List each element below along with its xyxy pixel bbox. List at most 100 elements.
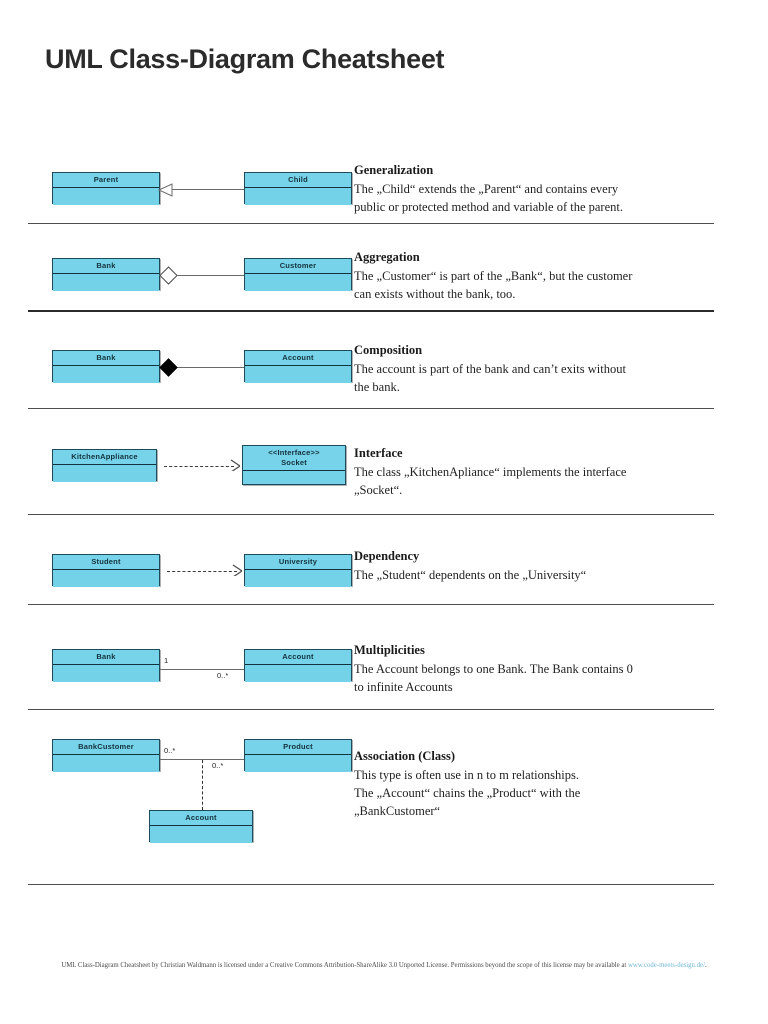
class-name-bank-composition: Bank — [53, 351, 159, 366]
diagram-generalization: Parent Child — [52, 168, 352, 214]
class-box-student[interactable]: Student — [52, 554, 160, 587]
section-title-multiplicities: Multiplicities — [354, 643, 425, 657]
section-title-generalization: Generalization — [354, 163, 434, 177]
class-body-account-composition — [245, 366, 351, 383]
class-name-student: Student — [53, 555, 159, 570]
diagram-association-class: BankCustomer 0..* 0..* Product Account — [52, 735, 352, 850]
class-name-account-association: Account — [150, 811, 252, 826]
class-box-account-multiplicities[interactable]: Account — [244, 649, 352, 682]
aggregation-line — [171, 275, 245, 276]
class-box-parent[interactable]: Parent — [52, 172, 160, 205]
class-box-account-association[interactable]: Account — [149, 810, 253, 843]
class-name-kitchenappliance: KitchenAppliance — [53, 450, 156, 465]
class-name-university: University — [245, 555, 351, 570]
class-name-child: Child — [245, 173, 351, 188]
divider-6 — [28, 709, 714, 710]
page-title: UML Class-Diagram Cheatsheet — [45, 44, 445, 74]
description-association-class: Association (Class) This type is often u… — [354, 749, 724, 820]
footer-license: UML Class-Diagram Cheatsheet by Christia… — [40, 960, 728, 971]
divider-7 — [28, 884, 714, 885]
class-name-account-composition: Account — [245, 351, 351, 366]
description-dependency: Dependency The „Student“ dependents on t… — [354, 549, 724, 584]
class-box-customer[interactable]: Customer — [244, 258, 352, 291]
class-name-bank-multiplicities: Bank — [53, 650, 159, 665]
class-box-bank-multiplicities[interactable]: Bank — [52, 649, 160, 682]
generalization-line — [170, 189, 246, 190]
section-title-interface: Interface — [354, 446, 403, 460]
class-box-bankcustomer[interactable]: BankCustomer — [52, 739, 160, 772]
class-body-bank — [53, 274, 159, 291]
section-multiplicities: Bank 1 0..* Account Multiplicities The A… — [28, 640, 714, 700]
footer-line-2-suffix: . — [704, 962, 707, 969]
class-name-account-multiplicities: Account — [245, 650, 351, 665]
section-dependency: Student University Dependency The „Stude… — [28, 545, 714, 605]
class-body-customer — [245, 274, 351, 291]
class-name-parent: Parent — [53, 173, 159, 188]
description-interface: Interface The class „KitchenApliance“ im… — [354, 446, 724, 499]
class-name-bankcustomer: BankCustomer — [53, 740, 159, 755]
section-title-composition: Composition — [354, 343, 423, 357]
divider-3 — [28, 408, 714, 409]
footer-line-2-prefix: this license may be available at — [541, 962, 629, 969]
class-name-bank: Bank — [53, 259, 159, 274]
association-line — [160, 759, 244, 760]
diagram-composition: Bank Account — [52, 346, 352, 392]
class-box-account-composition[interactable]: Account — [244, 350, 352, 383]
class-box-product[interactable]: Product — [244, 739, 352, 772]
section-body-composition: The account is part of the bank and can’… — [354, 362, 626, 394]
section-body-aggregation: The „Customer“ is part of the „Bank“, bu… — [354, 269, 633, 301]
multiplicities-line — [160, 669, 244, 670]
footer-link[interactable]: www.code-meets-design.de/ — [628, 962, 705, 969]
footer-line-1: UML Class-Diagram Cheatsheet by Christia… — [61, 962, 540, 969]
section-body-multiplicities: The Account belongs to one Bank. The Ban… — [354, 662, 633, 694]
diagram-multiplicities: Bank 1 0..* Account — [52, 645, 352, 695]
composition-line — [171, 367, 245, 368]
class-body-child — [245, 188, 351, 205]
description-aggregation: Aggregation The „Customer“ is part of th… — [354, 250, 724, 303]
hollow-triangle-icon — [158, 183, 173, 197]
class-body-bankcustomer — [53, 755, 159, 772]
section-association-class: BankCustomer 0..* 0..* Product Account A… — [28, 733, 714, 853]
class-body-account-multiplicities — [245, 665, 351, 682]
association-class-dashed-line — [202, 760, 203, 810]
open-arrowhead-icon — [230, 459, 240, 471]
class-box-socket[interactable]: <<Interface>> Socket — [242, 445, 346, 485]
class-body-kitchenappliance — [53, 465, 156, 482]
dependency-dashed-line — [167, 571, 237, 572]
class-body-bank-composition — [53, 366, 159, 383]
hollow-diamond-icon — [159, 266, 178, 285]
class-box-kitchenappliance[interactable]: KitchenAppliance — [52, 449, 157, 482]
description-multiplicities: Multiplicities The Account belongs to on… — [354, 643, 724, 696]
section-aggregation: Bank Customer Aggregation The „Customer“… — [28, 248, 714, 308]
divider-1 — [28, 223, 714, 224]
class-body-account-association — [150, 826, 252, 843]
class-box-bank-aggregation[interactable]: Bank — [52, 258, 160, 291]
multiplicity-label-left: 1 — [164, 656, 169, 665]
section-body-generalization: The „Child“ extends the „Parent“ and con… — [354, 182, 623, 214]
section-body-interface: The class „KitchenApliance“ implements t… — [354, 465, 627, 497]
class-box-bank-composition[interactable]: Bank — [52, 350, 160, 383]
divider-4 — [28, 514, 714, 515]
class-name-socket: Socket — [281, 458, 307, 467]
class-body-socket — [243, 471, 345, 484]
diagram-dependency: Student University — [52, 550, 352, 596]
class-box-child[interactable]: Child — [244, 172, 352, 205]
class-name-customer: Customer — [245, 259, 351, 274]
section-title-aggregation: Aggregation — [354, 250, 420, 264]
class-body-product — [245, 755, 351, 772]
section-interface: KitchenAppliance <<Interface>> Socket In… — [28, 440, 714, 500]
section-composition: Bank Account Composition The account is … — [28, 340, 714, 400]
section-title-dependency: Dependency — [354, 549, 420, 563]
class-box-university[interactable]: University — [244, 554, 352, 587]
section-body-association-class: This type is often use in n to m relatio… — [354, 768, 581, 818]
section-generalization: Parent Child Generalization The „Child“ … — [28, 160, 714, 220]
description-composition: Composition The account is part of the b… — [354, 343, 724, 396]
filled-diamond-icon — [159, 358, 178, 377]
divider-5 — [28, 604, 714, 605]
diagram-interface: KitchenAppliance <<Interface>> Socket — [52, 445, 352, 491]
class-body-student — [53, 570, 159, 587]
class-body-parent — [53, 188, 159, 205]
description-generalization: Generalization The „Child“ extends the „… — [354, 163, 724, 216]
association-multiplicity-right: 0..* — [212, 761, 224, 770]
